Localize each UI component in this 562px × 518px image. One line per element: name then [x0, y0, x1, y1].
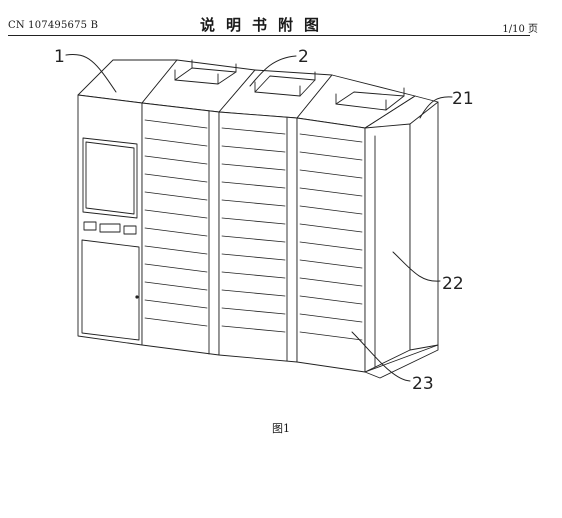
ref-numeral-23: 23: [412, 374, 434, 394]
locker-module-block: [141, 59, 416, 373]
locker-door-lines: [144, 119, 363, 341]
ref-numeral-2: 2: [298, 47, 309, 67]
page-header: CN 107495675 B 说明书附图 1/10 页: [0, 0, 562, 40]
terminal-cabinet: [77, 59, 178, 346]
sheet-title: 说明书附图: [200, 16, 331, 34]
ref-numeral-22: 22: [442, 274, 464, 294]
side-cabinet: [364, 95, 439, 379]
publication-number: CN 107495675 B: [8, 20, 99, 31]
ref-numeral-1: 1: [54, 47, 65, 67]
page-indicator: 1/10 页: [502, 24, 538, 35]
leader-lines: [65, 53, 453, 382]
ref-numeral-21: 21: [452, 89, 474, 109]
header-rule: [8, 35, 530, 36]
figure-caption: 图1: [272, 422, 290, 435]
patent-drawing-figure-1: 1 2 21 22 23: [54, 47, 474, 394]
